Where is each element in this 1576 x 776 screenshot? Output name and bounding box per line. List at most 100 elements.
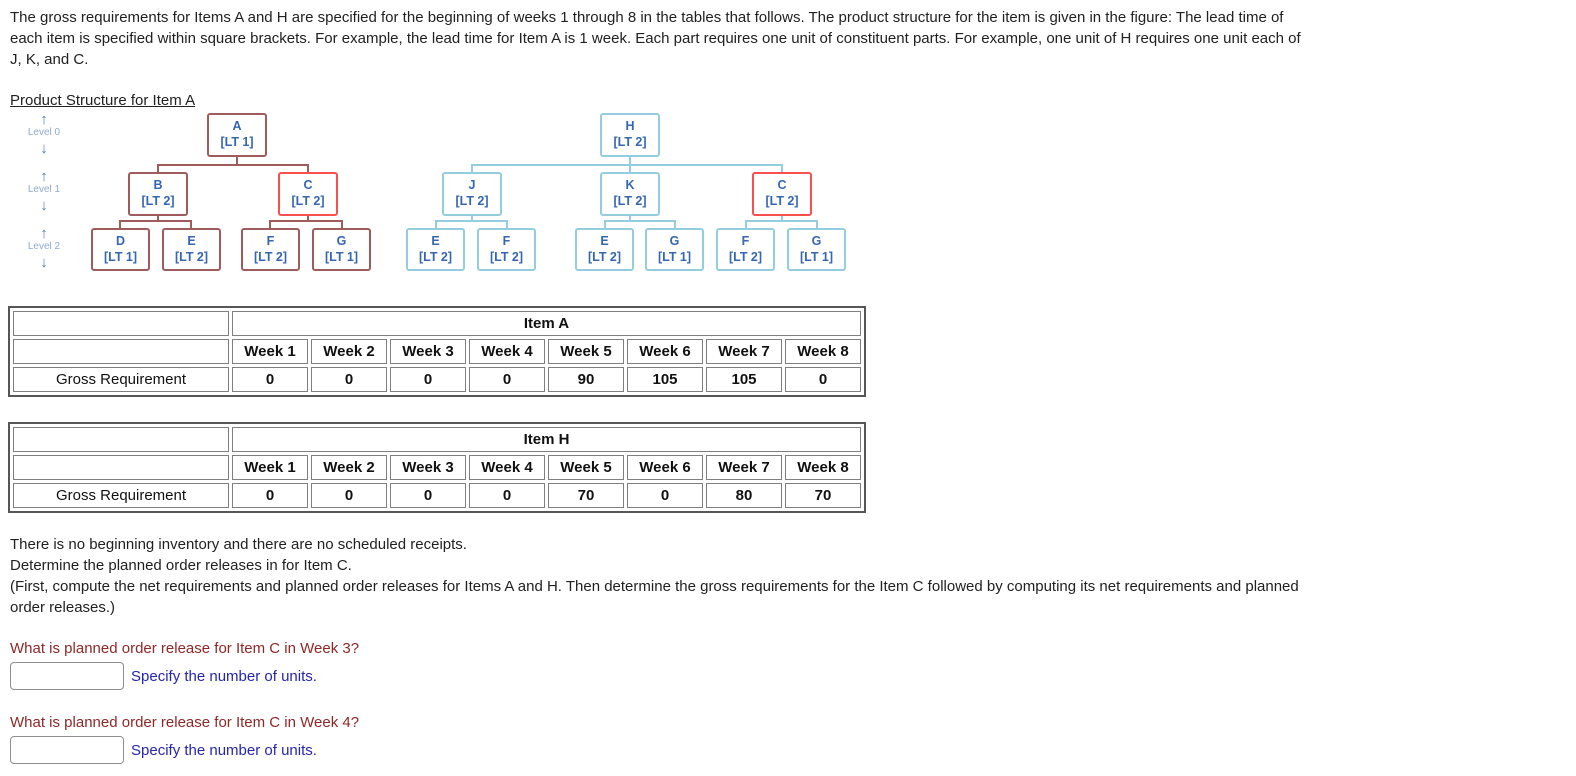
level-1-label-group: ↑ Level 1 ↓	[16, 169, 72, 213]
question-prompt: What is planned order release for Item C…	[10, 640, 360, 657]
connector-line	[307, 164, 309, 172]
node-label: A	[232, 119, 242, 134]
tree-h-node-C-highlighted: C [LT 2]	[752, 172, 812, 216]
connector-line	[604, 220, 676, 222]
week-header-cell: Week 7	[706, 455, 782, 480]
question-week4: What is planned order release for Item C…	[10, 714, 359, 764]
node-leadtime: [LT 2]	[587, 249, 622, 264]
connector-line	[157, 216, 159, 222]
node-leadtime: [LT 2]	[174, 249, 209, 264]
item-h-requirements-table: Item H Week 1 Week 2 Week 3 Week 4 Week …	[8, 422, 866, 513]
node-label: K	[625, 178, 635, 193]
node-label: B	[153, 178, 163, 193]
tree-h-node-F1: F [LT 2]	[477, 228, 536, 271]
connector-line	[506, 220, 508, 228]
node-leadtime: [LT 2]	[291, 194, 325, 208]
level-0-label-group: ↑ Level 0 ↓	[16, 112, 72, 156]
node-leadtime: [LT 2]	[728, 249, 763, 264]
connector-line	[674, 220, 676, 228]
value-cell: 105	[706, 367, 782, 392]
level-2-label-group: ↑ Level 2 ↓	[16, 226, 72, 270]
connector-line	[157, 164, 159, 172]
notes-line: (First, compute the net requirements and…	[10, 578, 1299, 595]
table-row: Item A	[13, 311, 861, 336]
week-header-cell: Week 1	[232, 339, 308, 364]
answer-hint: Specify the number of units.	[131, 667, 317, 685]
node-leadtime: [LT 1]	[799, 249, 834, 264]
row-label-cell: Gross Requirement	[13, 483, 229, 508]
tree-h-node-G2: G [LT 1]	[787, 228, 846, 271]
table-row: Item H	[13, 427, 861, 452]
tree-a-node-E: E [LT 2]	[162, 228, 221, 271]
week-header-cell: Week 6	[627, 455, 703, 480]
value-cell: 0	[232, 367, 308, 392]
connector-line	[435, 220, 437, 228]
value-cell: 0	[469, 367, 545, 392]
table-row: Gross Requirement 0 0 0 0 70 0 80 70	[13, 483, 861, 508]
intro-line: each item is specified within square bra…	[10, 30, 1301, 47]
down-arrow-icon: ↓	[40, 140, 48, 157]
table-title-cell: Item A	[232, 311, 861, 336]
value-cell: 70	[785, 483, 861, 508]
connector-line	[629, 216, 631, 222]
connector-line	[471, 164, 473, 172]
connector-line	[629, 157, 631, 166]
node-label: F	[266, 233, 275, 248]
product-structure-diagram: ↑ Level 0 ↓ ↑ Level 1 ↓ ↑ Level 2 ↓ A [L…	[0, 0, 900, 290]
connector-line	[781, 164, 783, 172]
item-a-requirements-table: Item A Week 1 Week 2 Week 3 Week 4 Week …	[8, 306, 866, 397]
table-row: Gross Requirement 0 0 0 0 90 105 105 0	[13, 367, 861, 392]
week-header-cell: Week 2	[311, 339, 387, 364]
week-header-cell: Week 3	[390, 339, 466, 364]
up-arrow-icon: ↑	[40, 168, 48, 185]
connector-line	[629, 164, 631, 172]
tree-h-node-E1: E [LT 2]	[406, 228, 465, 271]
connector-line	[435, 220, 508, 222]
week-header-cell: Week 5	[548, 339, 624, 364]
answer-input-week3[interactable]	[10, 662, 124, 690]
connector-line	[471, 164, 783, 166]
connector-line	[119, 220, 192, 222]
tree-a-node-B: B [LT 2]	[128, 172, 188, 216]
node-leadtime: [LT 2]	[418, 249, 453, 264]
table-row: Week 1 Week 2 Week 3 Week 4 Week 5 Week …	[13, 455, 861, 480]
value-cell: 90	[548, 367, 624, 392]
connector-line	[236, 157, 238, 166]
level-label: Level 1	[27, 184, 61, 195]
node-leadtime: [LT 2]	[765, 194, 799, 208]
intro-line: J, K, and C.	[10, 51, 89, 68]
connector-line	[269, 220, 271, 228]
table-title-cell: Item H	[232, 427, 861, 452]
tree-h-node-K: K [LT 2]	[600, 172, 660, 216]
value-cell: 105	[627, 367, 703, 392]
down-arrow-icon: ↓	[40, 197, 48, 214]
down-arrow-icon: ↓	[40, 254, 48, 271]
connector-line	[745, 220, 747, 228]
node-label: J	[468, 178, 476, 193]
value-cell: 0	[232, 483, 308, 508]
node-leadtime: [LT 2]	[613, 135, 647, 149]
empty-cell	[13, 427, 229, 452]
connector-line	[471, 216, 473, 222]
week-header-cell: Week 2	[311, 455, 387, 480]
week-header-cell: Week 1	[232, 455, 308, 480]
node-leadtime: [LT 2]	[613, 194, 647, 208]
empty-cell	[13, 339, 229, 364]
tree-a-node-G: G [LT 1]	[312, 228, 371, 271]
week-header-cell: Week 6	[627, 339, 703, 364]
week-header-cell: Week 8	[785, 339, 861, 364]
row-label-cell: Gross Requirement	[13, 367, 229, 392]
connector-line	[745, 220, 818, 222]
node-leadtime: [LT 1]	[324, 249, 359, 264]
notes-paragraph: There is no beginning inventory and ther…	[10, 534, 1299, 618]
tree-a-node-A: A [LT 1]	[207, 113, 267, 157]
question-prompt: What is planned order release for Item C…	[10, 714, 360, 731]
value-cell: 0	[390, 367, 466, 392]
tree-h-node-H: H [LT 2]	[600, 113, 660, 157]
node-label: G	[811, 233, 822, 248]
value-cell: 0	[311, 367, 387, 392]
week-header-cell: Week 4	[469, 455, 545, 480]
value-cell: 0	[311, 483, 387, 508]
answer-input-week4[interactable]	[10, 736, 124, 764]
node-label: E	[431, 233, 440, 248]
